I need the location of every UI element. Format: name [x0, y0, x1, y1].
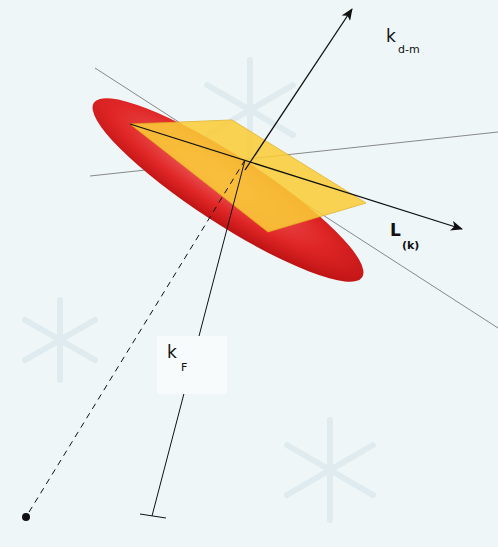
axis-label: k — [386, 28, 396, 45]
axis-subscript: (k) — [402, 240, 419, 251]
dimension-label: k — [167, 344, 177, 361]
dimension-subscript: F — [181, 362, 187, 373]
axis-subscript: d-m — [398, 44, 420, 55]
axis-label: L — [390, 222, 401, 239]
